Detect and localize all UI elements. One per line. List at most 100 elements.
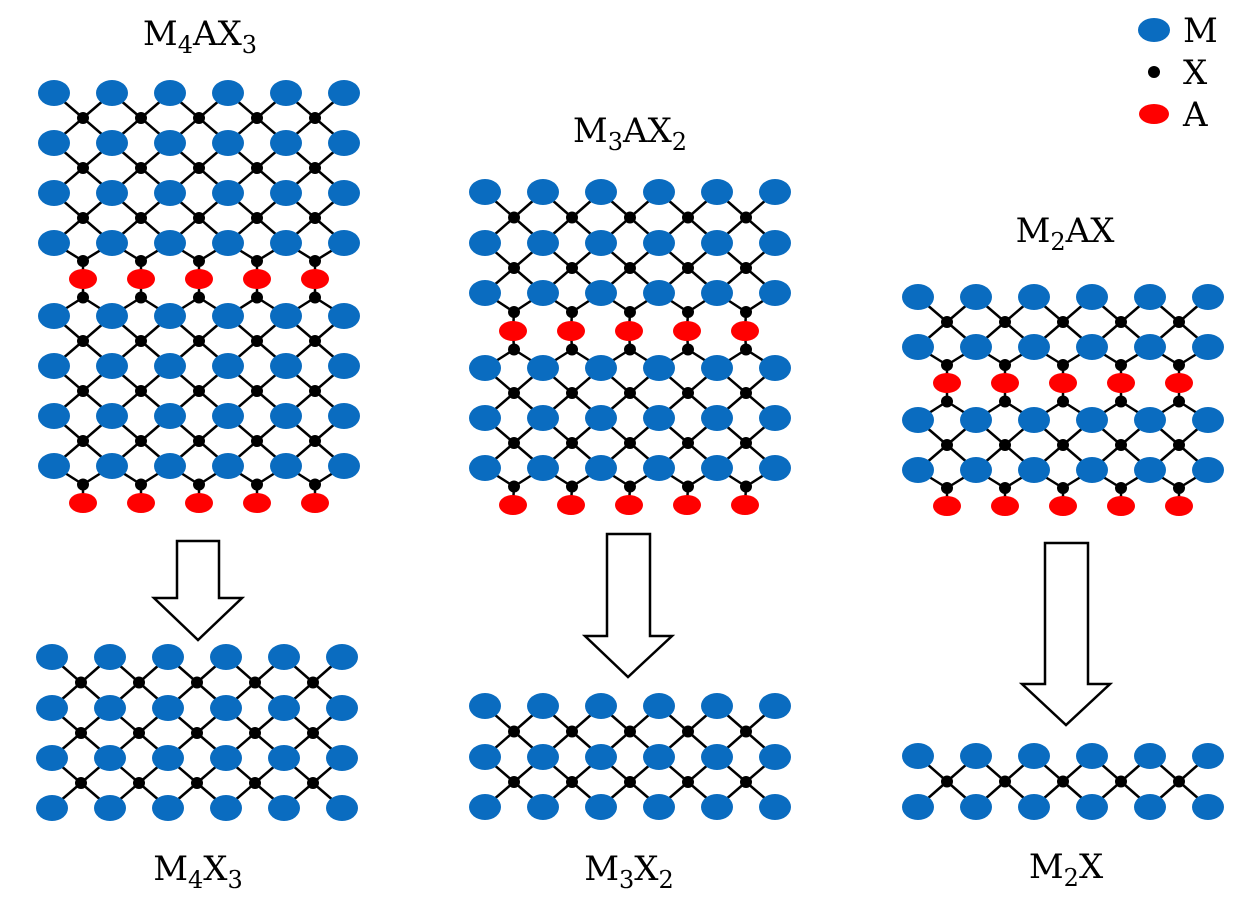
lattice-m2x-x-atom [1173, 775, 1185, 788]
lattice-m4x3-m-atom [94, 795, 126, 821]
lattice-m3ax2-m-atom [643, 280, 675, 306]
lattice-m3ax2-m-atom [527, 455, 559, 481]
lattice-m4ax3-m-atom [212, 353, 244, 379]
lattice-m2ax-x-atom [941, 395, 953, 408]
lattice-m4ax3-x-atom [309, 335, 321, 347]
lattice-m2x-m-atom [1076, 794, 1108, 820]
lattice-m3x2-m-atom [527, 794, 559, 820]
lattice-m2ax-m-atom [902, 284, 934, 310]
lattice-m4ax3-m-atom [38, 180, 70, 206]
lattice-m2ax-x-atom [999, 395, 1011, 408]
lattice-m3ax2-m-atom [585, 355, 617, 381]
lattice-m4ax3-x-atom [193, 112, 205, 124]
lattice-m2x-m-atom [1192, 794, 1224, 820]
lattice-m4ax3-x-atom [193, 212, 205, 224]
lattice-m4ax3-x-atom [77, 212, 89, 224]
lattice-m4ax3-m-atom [270, 230, 302, 256]
lattice-m3ax2-m-atom [759, 355, 791, 381]
lattice-m2ax-m-atom [960, 334, 992, 360]
lattice-m4x3-x-atom [75, 727, 87, 739]
lattice-m4ax3-m-atom [328, 230, 360, 256]
lattice-m3ax2-x-atom [740, 387, 752, 399]
lattice-m3x2-m-atom [759, 693, 791, 719]
lattice-m3ax2-x-atom [682, 306, 694, 318]
lattice-m3ax2-m-atom [469, 455, 501, 481]
lattice-m3ax2-x-atom [624, 387, 636, 399]
lattice-m2ax-m-atom [1018, 407, 1050, 433]
lattice-m4ax3-x-atom [135, 385, 147, 397]
lattice-m4x3-m-atom [210, 695, 242, 721]
lattice-m4ax3-m-atom [96, 80, 128, 106]
lattice-m3ax2-x-atom [566, 387, 578, 399]
lattice-m4ax3-a-atom [301, 493, 329, 513]
lattice-m2x-x-atom [999, 775, 1011, 788]
lattice-m3ax2-a-atom [731, 321, 759, 341]
lattice-m4ax3-m-atom [212, 453, 244, 479]
lattice-m2ax-x-atom [941, 359, 953, 371]
title-m4ax3: M4AX3 [143, 14, 257, 59]
lattice-m3x2-m-atom [643, 744, 675, 770]
lattice-m2ax-x-atom [999, 359, 1011, 371]
lattice-m4x3-m-atom [36, 795, 68, 821]
lattice-m2ax-x-atom [1115, 439, 1127, 451]
lattice-m4ax3 [38, 80, 360, 513]
lattice-m4ax3-x-atom [193, 385, 205, 397]
lattice-m4ax3-x-atom [135, 435, 147, 447]
lattice-m2x-x-atom [1115, 775, 1127, 788]
lattice-m4ax3-a-atom [185, 269, 213, 289]
lattice-m3ax2-x-atom [740, 262, 752, 274]
lattice-m3ax2-x-atom [682, 211, 694, 224]
lattice-m3x2-m-atom [585, 794, 617, 820]
lattice-m4ax3-x-atom [309, 112, 321, 124]
lattice-m4x3-m-atom [326, 745, 358, 771]
lattices [36, 80, 1224, 821]
lattice-m2ax-a-atom [991, 373, 1019, 393]
lattice-m4ax3-m-atom [270, 180, 302, 206]
lattice-m4ax3-m-atom [154, 453, 186, 479]
lattice-m4ax3-x-atom [77, 385, 89, 397]
lattice-m4ax3-m-atom [328, 180, 360, 206]
lattice-m2ax-a-atom [1049, 373, 1077, 393]
lattice-m2ax-x-atom [1173, 359, 1185, 371]
lattice-m3ax2-m-atom [585, 179, 617, 205]
lattice-m2ax-m-atom [1076, 457, 1108, 483]
lattice-m2x-m-atom [960, 743, 992, 769]
lattice-m2x-m-atom [1134, 794, 1166, 820]
lattice-m3ax2-a-atom [673, 495, 701, 515]
lattice-m4ax3-x-atom [135, 478, 147, 491]
lattice-m4ax3-m-atom [38, 353, 70, 379]
lattice-m2ax-a-atom [1165, 496, 1193, 516]
product-label-m4x3: M4X3 [153, 849, 243, 894]
lattice-m4x3-x-atom [249, 676, 261, 689]
lattice-m4ax3-m-atom [38, 130, 70, 156]
lattice-m3ax2-x-atom [508, 306, 520, 318]
lattice-m3ax2-a-atom [557, 495, 585, 515]
product-label-m3x2: M3X2 [584, 849, 674, 894]
lattice-m3x2-m-atom [527, 693, 559, 719]
lattice-m3x2-x-atom [508, 776, 520, 788]
lattice-m3ax2-x-atom [740, 211, 752, 224]
lattice-m3ax2-x-atom [682, 480, 694, 493]
lattice-m3ax2-m-atom [585, 405, 617, 431]
lattice-m2ax-x-atom [1173, 482, 1185, 494]
lattice-m3ax2-x-atom [566, 211, 578, 224]
lattice-m4ax3-a-atom [243, 269, 271, 289]
lattice-m4x3-m-atom [326, 644, 358, 670]
lattice-m3ax2-a-atom [615, 495, 643, 515]
lattice-m4ax3-m-atom [212, 303, 244, 329]
lattice-m4ax3-x-atom [251, 162, 263, 174]
lattice-m2x-x-atom [1057, 775, 1069, 788]
lattice-m2ax-m-atom [1192, 334, 1224, 360]
lattice-m4x3-x-atom [75, 777, 87, 789]
lattice-m3ax2-m-atom [527, 280, 559, 306]
lattice-m2ax-m-atom [960, 457, 992, 483]
lattice-m3ax2-a-atom [673, 321, 701, 341]
lattice-m2ax-x-atom [941, 439, 953, 451]
lattice-m2x-m-atom [1134, 743, 1166, 769]
lattice-m3ax2-m-atom [585, 230, 617, 256]
lattice-m4ax3-a-atom [69, 493, 97, 513]
lattice-m2ax-m-atom [1134, 334, 1166, 360]
legend: M X A [1138, 11, 1218, 135]
lattice-m3ax2-m-atom [469, 405, 501, 431]
